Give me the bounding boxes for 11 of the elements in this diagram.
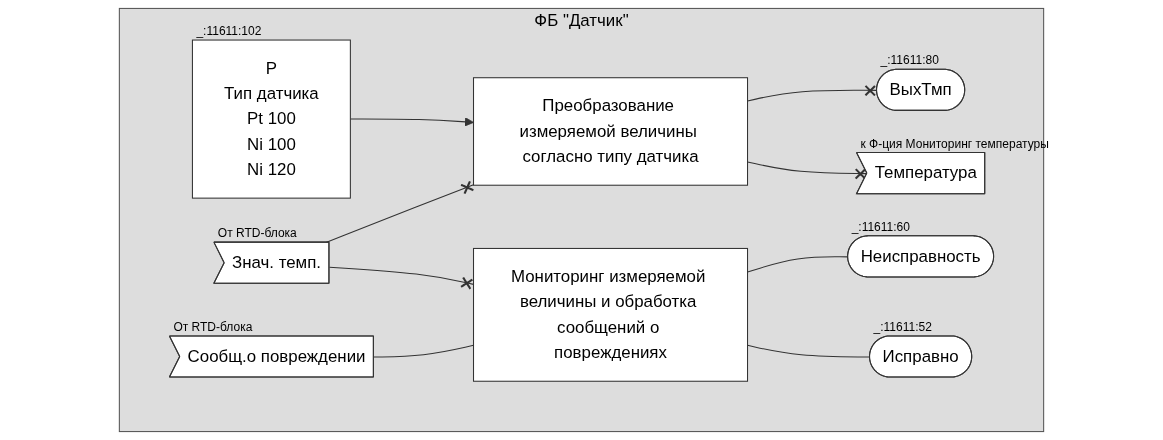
connector <box>747 161 868 180</box>
signal-caption: _:11611:80 <box>880 53 939 68</box>
signal-caption: _:11611:102 <box>196 24 262 39</box>
signal-caption: От RTD-блока <box>217 226 297 241</box>
signal-caption: _:11611:52 <box>873 319 932 334</box>
node-box: P Тип датчика Pt 100 Ni 100 Ni 120 <box>191 39 351 199</box>
node-box: Мониторинг измеряемой величины и обработка сообщений о повреждениях <box>473 247 749 382</box>
connector <box>747 84 878 102</box>
signal-caption: От RTD-блока <box>173 319 253 334</box>
node-box: Преобразование измеряемой величины согласно типу датчика <box>473 77 749 186</box>
signal-caption: _:11611:60 <box>851 219 910 234</box>
